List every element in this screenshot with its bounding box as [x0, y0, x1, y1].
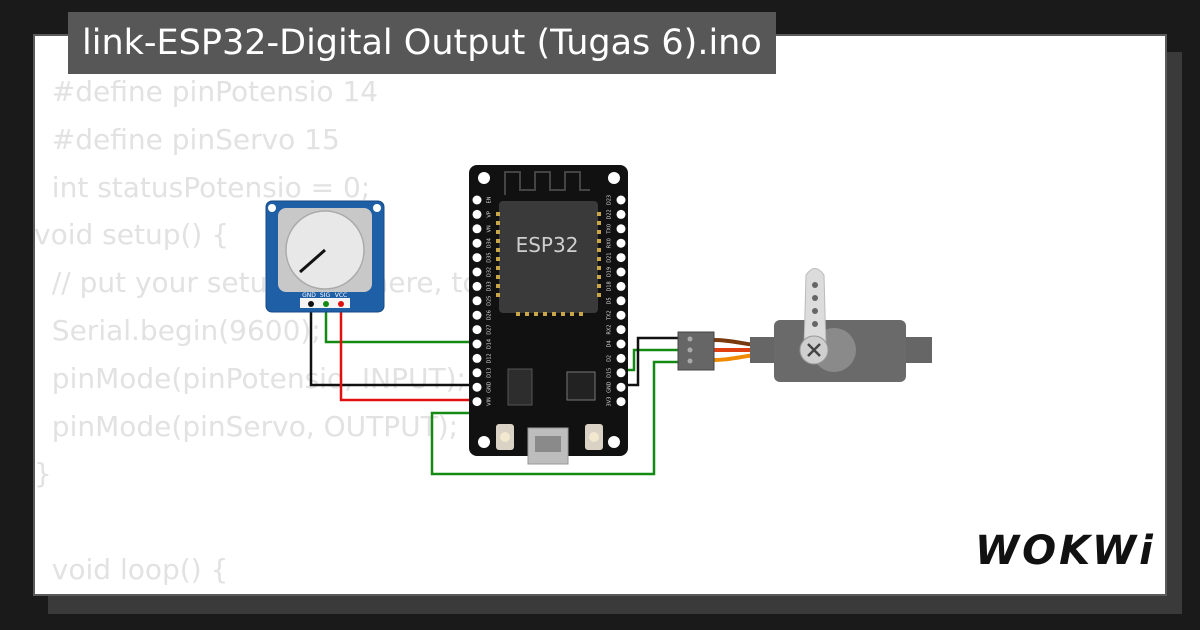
esp32-pin-label: TX2 — [607, 310, 613, 321]
esp32-pin-label: EN — [487, 196, 493, 203]
code-line: pinMode(pinPotensio, INPUT); — [34, 361, 466, 395]
esp32-pin[interactable] — [616, 339, 626, 349]
esp32-pin[interactable] — [472, 224, 482, 234]
esp32-pin[interactable] — [472, 397, 482, 407]
esp32-pin-label: D34 — [487, 238, 493, 248]
esp32-pin[interactable] — [616, 397, 626, 407]
esp32-pin[interactable] — [472, 368, 482, 378]
esp32-chip-label: ESP32 — [516, 233, 579, 257]
esp32-pin-label: D4 — [607, 340, 613, 347]
esp32-pin[interactable] — [472, 339, 482, 349]
usb-uart-chip — [566, 371, 596, 401]
code-line: void setup() { — [34, 218, 230, 252]
esp32-pin[interactable] — [472, 382, 482, 392]
esp32-pin-label: RX0 — [607, 238, 613, 248]
esp32-pin[interactable] — [616, 310, 626, 320]
esp32-pin[interactable] — [616, 267, 626, 277]
esp32-pin[interactable] — [616, 209, 626, 219]
code-line: void loop() { — [34, 552, 229, 586]
esp32-pin-label: D23 — [607, 195, 613, 205]
esp32-pin-label: D25 — [487, 296, 493, 306]
pot-pin-label: VCC — [335, 292, 347, 299]
esp32-board[interactable]: ESP32 ENVPVND34D35D32D33D25D26D27D14D12D… — [469, 165, 628, 465]
esp32-pin-label: D13 — [487, 368, 493, 378]
servo-motor[interactable] — [750, 268, 932, 383]
esp32-pin[interactable] — [472, 238, 482, 248]
esp32-pin-label: VP — [487, 211, 493, 217]
wire-black-gnd — [309, 308, 474, 387]
esp32-pin-label: D27 — [487, 324, 493, 334]
esp32-module-shield — [499, 201, 598, 313]
esp32-pin-label: D33 — [487, 281, 493, 291]
esp32-pin-label: D26 — [487, 310, 493, 320]
esp32-pin[interactable] — [616, 382, 626, 392]
esp32-pin[interactable] — [472, 253, 482, 263]
esp32-pin[interactable] — [616, 296, 626, 306]
esp32-pin[interactable] — [616, 224, 626, 234]
wire-green-servo-vcc — [430, 360, 683, 476]
esp32-pin-label: GND — [487, 381, 493, 393]
esp32-pin[interactable] — [472, 195, 482, 205]
esp32-pin[interactable] — [472, 281, 482, 291]
code-line: pinMode(pinServo, OUTPUT); — [34, 409, 459, 443]
esp32-pin-label: D18 — [607, 281, 613, 291]
esp32-pin-label: GND — [607, 381, 613, 393]
esp32-pin[interactable] — [472, 325, 482, 335]
esp32-pin[interactable] — [472, 296, 482, 306]
esp32-pin[interactable] — [472, 267, 482, 277]
code-line: #define pinPotensio 14 — [34, 75, 379, 108]
wire-green-sig — [324, 308, 474, 344]
esp32-pin-label: D32 — [487, 267, 493, 277]
esp32-pin-label: D15 — [607, 368, 613, 378]
wire-green-servo-signal — [622, 348, 683, 372]
wokwi-logo: WOKWi — [975, 528, 1156, 574]
pot-pin-label: GND — [302, 292, 316, 299]
esp32-pin-label: D35 — [487, 252, 493, 262]
code-line: #define pinServo 15 — [34, 122, 340, 156]
esp32-pin-label: D12 — [487, 353, 493, 363]
esp32-pin[interactable] — [616, 195, 626, 205]
esp32-pin-label: 3V3 — [607, 397, 613, 407]
knob-indicator — [299, 248, 326, 274]
esp32-pin[interactable] — [472, 310, 482, 320]
esp32-pin[interactable] — [616, 325, 626, 335]
code-line: int statusPotensio = 0; — [34, 170, 371, 204]
esp32-pin-label: D21 — [607, 252, 613, 262]
wire-black-servo-gnd — [622, 336, 683, 387]
esp32-pin[interactable] — [616, 353, 626, 363]
code-line: } — [34, 457, 52, 491]
code-line: Serial.begin(9600); — [34, 313, 321, 347]
esp32-pin-label: D14 — [487, 339, 493, 349]
project-title[interactable]: link-ESP32-Digital Output (Tugas 6).ino — [68, 12, 776, 74]
esp32-pin[interactable] — [472, 209, 482, 219]
esp32-pin[interactable] — [616, 238, 626, 248]
esp32-pin-label: D5 — [607, 297, 613, 304]
esp32-pin-label: D22 — [607, 209, 613, 219]
esp32-pin-label: D2 — [607, 355, 613, 362]
antenna-trace — [504, 171, 590, 195]
esp32-pin-label: TX0 — [607, 224, 613, 235]
esp32-pin[interactable] — [472, 353, 482, 363]
esp32-pin-label: RX2 — [607, 325, 613, 335]
wire-red-vcc — [339, 308, 474, 402]
esp32-pin[interactable] — [616, 368, 626, 378]
pot-pin-label: SIG — [320, 292, 331, 299]
servo-connector — [677, 331, 715, 371]
esp32-pin[interactable] — [616, 281, 626, 291]
esp32-pin-label: VIN — [487, 397, 493, 406]
esp32-pin[interactable] — [616, 253, 626, 263]
esp32-pin-label: VN — [487, 225, 493, 232]
esp32-pin-label: D19 — [607, 267, 613, 277]
potentiometer[interactable]: GND SIG VCC — [265, 200, 385, 313]
